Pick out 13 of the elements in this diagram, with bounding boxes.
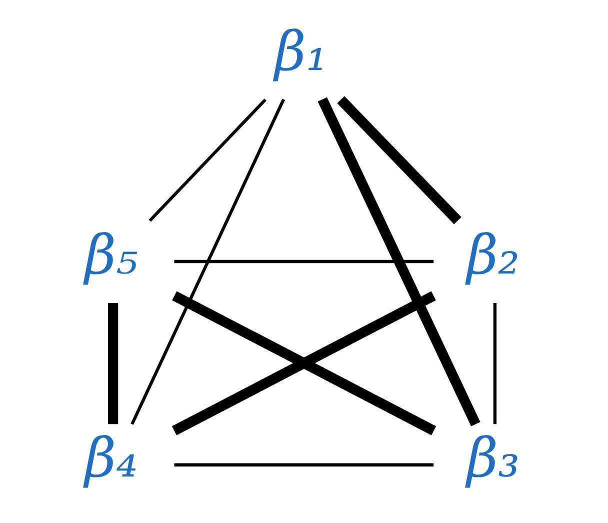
- connector: [108, 303, 118, 424]
- connector: [337, 96, 462, 224]
- connector: [148, 98, 266, 222]
- connector: [318, 97, 480, 426]
- node-text: β₃: [466, 426, 520, 490]
- connector: [493, 303, 497, 424]
- connector: [174, 463, 434, 466]
- connector: [130, 98, 286, 425]
- node-text: β₁: [274, 20, 328, 83]
- node-text: β₅: [84, 223, 138, 286]
- connector: [174, 260, 434, 264]
- node-text: β₂: [466, 223, 520, 286]
- node-text: β₄: [84, 426, 138, 490]
